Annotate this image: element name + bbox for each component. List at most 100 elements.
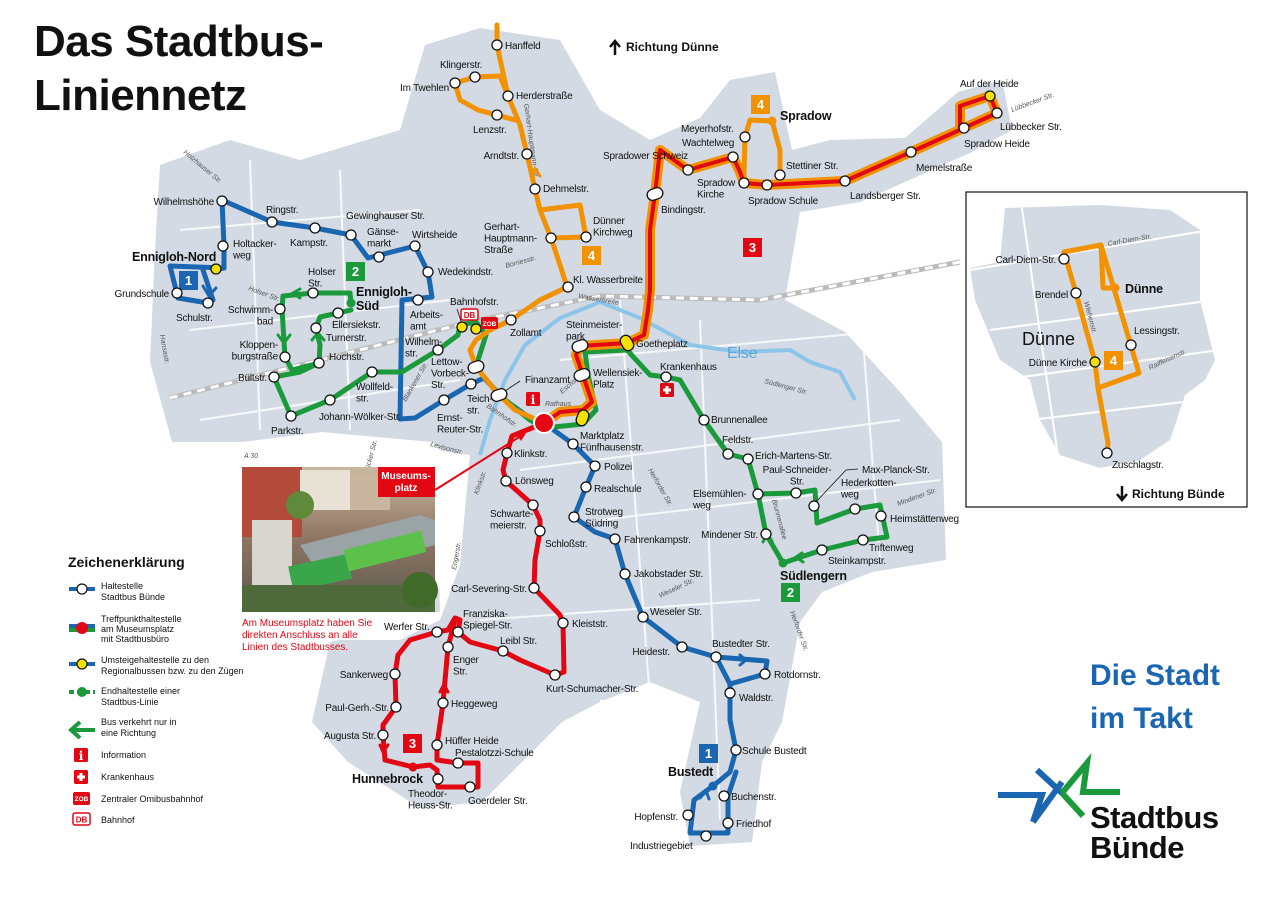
terminal-stop-marker[interactable] bbox=[1110, 283, 1120, 293]
bus-stop[interactable]: Ellersiekstr. bbox=[332, 307, 381, 331]
bus-stop[interactable]: Polizei bbox=[589, 460, 632, 473]
stop-marker[interactable] bbox=[432, 344, 444, 356]
bus-stop[interactable]: Ernst-Reuter-Str. bbox=[437, 394, 483, 436]
stop-marker[interactable] bbox=[217, 240, 229, 252]
bus-stop[interactable]: Zollamt bbox=[505, 314, 542, 339]
bus-stop[interactable]: Leibl Str. bbox=[497, 636, 537, 657]
bus-stop[interactable]: Carl-Severing-Str. bbox=[451, 582, 540, 595]
stop-marker[interactable] bbox=[366, 366, 378, 378]
transfer-stop-marker[interactable] bbox=[210, 263, 222, 275]
stop-marker[interactable] bbox=[469, 71, 481, 83]
bus-stop[interactable]: Im Twehlen bbox=[400, 77, 461, 94]
stop-marker[interactable] bbox=[202, 297, 214, 309]
stop-marker[interactable] bbox=[528, 582, 540, 594]
bus-stop[interactable]: Carl-Diem-Str. bbox=[995, 253, 1070, 266]
bus-stop[interactable]: Bustedt bbox=[668, 765, 718, 791]
bus-stop[interactable]: Gewinghauser Str. bbox=[345, 211, 425, 241]
stop-marker[interactable] bbox=[285, 410, 297, 422]
bus-stop[interactable]: Wilhelm-str. bbox=[405, 337, 444, 360]
bus-stop[interactable]: Wirtsheide bbox=[409, 230, 458, 252]
stop-marker[interactable] bbox=[761, 179, 773, 191]
bus-stop[interactable]: Heggeweg bbox=[437, 697, 497, 710]
stop-marker[interactable] bbox=[698, 414, 710, 426]
stop-marker[interactable] bbox=[307, 287, 319, 299]
bus-stop[interactable]: Parkstr. bbox=[271, 410, 303, 437]
bus-stop[interactable]: Schloßstr. bbox=[534, 525, 588, 550]
bus-stop[interactable]: Lübbecker Str. bbox=[991, 107, 1062, 133]
bus-stop[interactable]: Rotdornstr. bbox=[759, 668, 821, 681]
stop-marker[interactable] bbox=[816, 544, 828, 556]
bus-stop[interactable]: Klinkstr. bbox=[501, 447, 547, 460]
bus-stop[interactable]: Gerhart-Hauptmann-Straße bbox=[484, 222, 557, 256]
stop-marker[interactable] bbox=[501, 447, 513, 459]
stop-marker[interactable] bbox=[609, 533, 621, 545]
bus-stop[interactable]: Heidestr. bbox=[632, 641, 688, 658]
bus-stop[interactable]: Lettow-Vorbeck-Str. bbox=[431, 357, 485, 391]
bus-stop[interactable]: Landsberger Str. bbox=[839, 175, 921, 202]
bus-stop[interactable]: Industriegebiet bbox=[630, 830, 712, 852]
terminal-stop-marker[interactable] bbox=[708, 781, 718, 791]
stop-marker[interactable] bbox=[759, 668, 771, 680]
stop-marker[interactable] bbox=[724, 687, 736, 699]
stop-marker[interactable] bbox=[718, 790, 730, 802]
stop-marker[interactable] bbox=[545, 232, 557, 244]
bus-stop[interactable]: Lessingstr. bbox=[1125, 326, 1180, 351]
bus-stop[interactable]: Lönsweg bbox=[500, 475, 554, 487]
bus-stop[interactable]: Kloppen-burgstraße bbox=[232, 340, 291, 363]
stop-marker[interactable] bbox=[491, 109, 503, 121]
bus-stop[interactable]: Bültstr. bbox=[238, 371, 280, 384]
bus-stop[interactable]: Südlengern bbox=[778, 558, 847, 584]
bus-stop[interactable]: Stettiner Str. bbox=[774, 161, 838, 181]
bus-stop[interactable]: Steinkampstr. bbox=[816, 544, 886, 567]
stop-marker[interactable] bbox=[619, 568, 631, 580]
stop-marker[interactable] bbox=[660, 371, 672, 383]
double-stop-marker[interactable] bbox=[618, 333, 636, 352]
stop-marker[interactable] bbox=[1125, 339, 1137, 351]
stop-marker[interactable] bbox=[700, 830, 712, 842]
bus-stop[interactable]: Finanzamt bbox=[490, 375, 571, 403]
stop-marker[interactable] bbox=[580, 231, 592, 243]
bus-stop[interactable]: Dünne Kirche bbox=[1029, 356, 1101, 369]
bus-stop[interactable]: Triftenweg bbox=[857, 534, 914, 554]
museumsplatz-meeting-stop[interactable] bbox=[533, 412, 555, 434]
stop-marker[interactable] bbox=[452, 757, 464, 769]
bus-stop[interactable]: Brendel bbox=[1035, 287, 1082, 301]
bus-stop[interactable]: Johann-Wölker-Str. bbox=[319, 394, 401, 423]
bus-stop[interactable]: Ennigloh-Nord bbox=[132, 250, 222, 275]
bus-stop[interactable]: Buchenstr. bbox=[718, 790, 776, 803]
bus-stop[interactable]: Teich-str. bbox=[465, 378, 493, 417]
stop-marker[interactable] bbox=[857, 534, 869, 546]
stop-marker[interactable] bbox=[412, 294, 424, 306]
bus-stop[interactable]: Brunnenallee bbox=[698, 414, 768, 426]
bus-stop[interactable]: Zuschlagstr. bbox=[1101, 447, 1164, 471]
stop-marker[interactable] bbox=[345, 229, 357, 241]
transfer-stop-bahnhof-2[interactable] bbox=[470, 323, 482, 335]
bus-stop[interactable]: Sankerweg bbox=[340, 668, 401, 681]
stop-marker[interactable] bbox=[313, 357, 325, 369]
stop-marker[interactable] bbox=[438, 394, 450, 406]
stop-marker[interactable] bbox=[442, 641, 454, 653]
stop-marker[interactable] bbox=[727, 151, 739, 163]
bus-stop[interactable]: Weseler Str. bbox=[637, 607, 702, 623]
stop-marker[interactable] bbox=[465, 378, 477, 390]
bus-stop[interactable]: Wollfeld-str. bbox=[356, 366, 393, 405]
bus-stop[interactable]: Realschule bbox=[580, 481, 642, 495]
bus-stop[interactable]: Schulstr. bbox=[176, 297, 214, 324]
transfer-stop-marker[interactable] bbox=[984, 90, 996, 102]
stop-marker[interactable] bbox=[808, 500, 820, 512]
stop-marker[interactable] bbox=[449, 77, 461, 89]
stop-marker[interactable] bbox=[309, 222, 321, 234]
double-stop-marker[interactable] bbox=[467, 359, 486, 375]
stop-marker[interactable] bbox=[676, 641, 688, 653]
double-stop-marker[interactable] bbox=[490, 387, 509, 403]
double-stop-marker[interactable] bbox=[571, 338, 590, 354]
bus-stop[interactable]: Hanffeld bbox=[491, 39, 541, 52]
bus-stop[interactable]: Kurt-Schumacher-Str. bbox=[546, 669, 638, 695]
stop-marker[interactable] bbox=[431, 739, 443, 751]
bus-stop[interactable]: Spradow Schule bbox=[748, 179, 819, 207]
stop-marker[interactable] bbox=[310, 322, 322, 334]
bus-stop[interactable]: Augusta Str. bbox=[324, 729, 389, 742]
bus-stop[interactable]: Franziska-Spiegel-Str. bbox=[452, 609, 512, 638]
